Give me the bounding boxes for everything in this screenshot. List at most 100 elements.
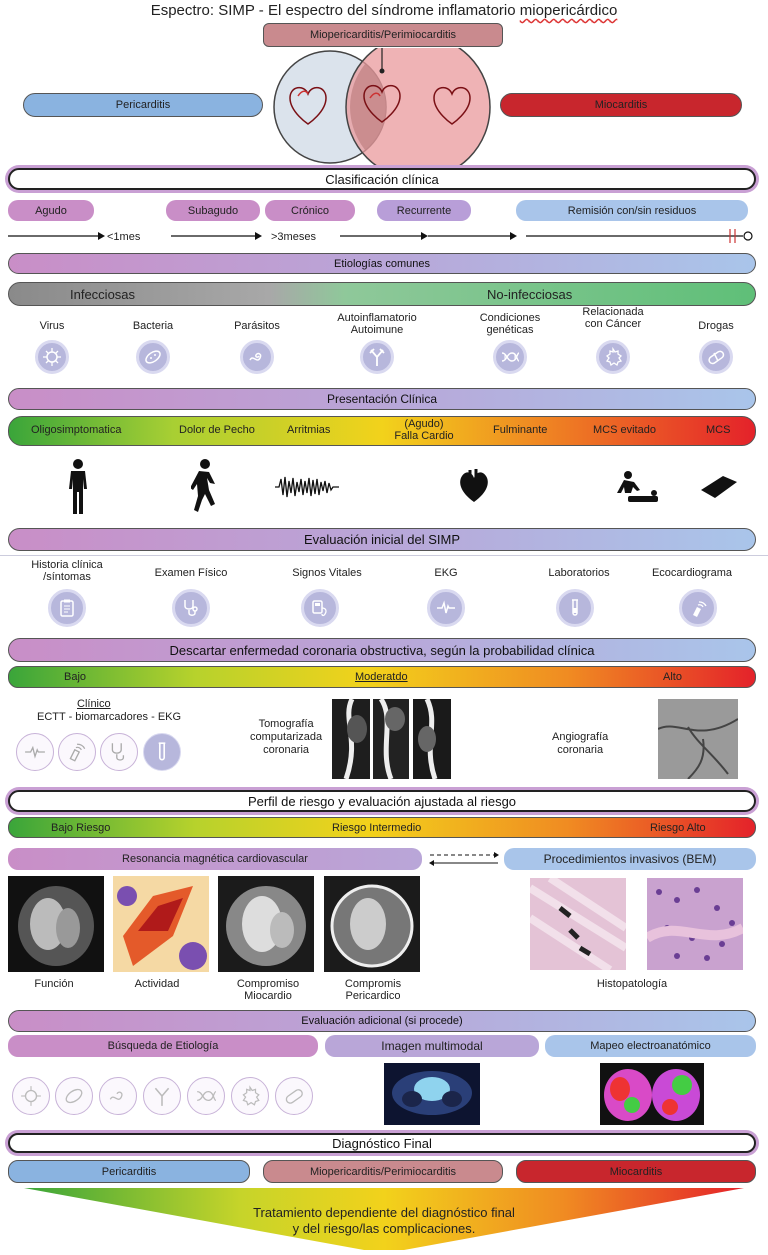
title-highlight: miopericárdico xyxy=(519,2,618,19)
etio-label-parasitos: Parásitos xyxy=(234,320,280,332)
angiography-image xyxy=(658,699,738,779)
bidirectional-arrow xyxy=(428,850,500,873)
rm-label-compromiso-miocardio: Compromiso Miocardio xyxy=(236,978,300,1002)
clinico-title: Clínico xyxy=(77,698,111,710)
rm-label-compromiso-pericardico: Compromis Pericardico xyxy=(344,978,402,1002)
etio-label-cancer: Relacionada con Cáncer xyxy=(582,306,644,330)
etio-parasite-outline-icon xyxy=(99,1077,137,1115)
riesgo-bar xyxy=(8,817,756,838)
coronaria-level-moderado: Moderatdo xyxy=(355,671,408,683)
etio-cancer-outline-icon xyxy=(231,1077,269,1115)
title-prefix: Espectro: SIMP - El espectro del síndrom… xyxy=(150,2,520,19)
chest-pain-icon xyxy=(190,458,221,521)
page-title: Espectro: SIMP - El espectro del síndrom… xyxy=(0,2,768,19)
ecg-circle-icon xyxy=(16,733,54,771)
histopathology-image-1 xyxy=(530,878,626,970)
etio-label-drogas: Drogas xyxy=(698,320,734,332)
mri-funcion-image xyxy=(8,876,104,972)
antibody-icon xyxy=(360,340,394,374)
riesgo-level-bajo: Bajo Riesgo xyxy=(51,822,111,834)
invasive-label: Procedimientos invasivos (BEM) xyxy=(504,848,756,870)
coronaria-risk-bar xyxy=(8,666,756,688)
etio-label-virus: Virus xyxy=(39,320,65,332)
etio-antibody-outline-icon xyxy=(143,1077,181,1115)
presentacion-bar xyxy=(8,416,756,446)
final-option-miopericarditis: Miopericarditis/Perimiocarditis xyxy=(263,1160,503,1183)
coffin-icon xyxy=(699,474,739,505)
etio-label-autoinflamatorio: Autoinflamatorio Autoimune xyxy=(337,312,417,336)
ultrasound-probe-icon xyxy=(679,589,717,627)
presentacion-header: Presentación Clínica xyxy=(8,388,756,410)
adicional-header: Evaluación adicional (si procede) xyxy=(8,1010,756,1032)
coronaria-level-bajo: Bajo xyxy=(64,671,87,683)
etio-virus-outline-icon xyxy=(12,1077,50,1115)
multimodal-image xyxy=(384,1063,480,1125)
ct-image-1 xyxy=(332,699,370,779)
rm-label-actividad: Actividad xyxy=(134,978,180,990)
rm-label-funcion: Función xyxy=(34,978,74,990)
bacteria-icon xyxy=(136,340,170,374)
ultrasound-circle-icon xyxy=(58,733,96,771)
treatment-arrow xyxy=(24,1188,744,1250)
heart-icon-right xyxy=(433,86,471,125)
timeline xyxy=(8,226,760,246)
stage-recurrente: Recurrente xyxy=(377,200,471,221)
arrhythmia-icon xyxy=(275,473,339,506)
coronaria-level-alto: Alto xyxy=(663,671,682,683)
ct-label: Tomografía computarizada coronaria xyxy=(250,718,323,756)
etio-label-bacteria: Bacteria xyxy=(132,320,174,332)
mri-actividad-image xyxy=(113,876,209,972)
stage-subagudo: Subagudo xyxy=(166,200,260,221)
etio-pill-outline-icon xyxy=(275,1077,313,1115)
etiologia-infecciosas: Infecciosas xyxy=(70,287,136,302)
person-standing-icon xyxy=(66,458,90,521)
treatment-text: Tratamiento dependiente del diagnóstico … xyxy=(253,1205,515,1236)
pres-level-dolor: Dolor de Pecho xyxy=(179,424,255,436)
eval-label-ecocardiograma: Ecocardiograma xyxy=(651,567,733,579)
riesgo-level-intermedio: Riesgo Intermedio xyxy=(332,822,422,834)
cancer-cell-icon xyxy=(596,340,630,374)
etiologia-no-infecciosas: No-infecciosas xyxy=(487,287,573,302)
stage-cronico: Crónico xyxy=(265,200,355,221)
etio-bacteria-outline-icon xyxy=(55,1077,93,1115)
timeline-label-3meses: >3meses xyxy=(271,231,316,243)
mri-compromiso-miocardio-image xyxy=(218,876,314,972)
etiologia-header: Etiologías comunes xyxy=(8,253,756,274)
coronaria-header: Descartar enfermedad coronaria obstructi… xyxy=(8,638,756,662)
eval-label-laboratorios: Laboratorios xyxy=(548,567,610,579)
venn-diagram xyxy=(270,34,500,180)
test-tube-icon xyxy=(556,589,594,627)
ecg-icon xyxy=(427,589,465,627)
ct-image-3 xyxy=(413,699,451,779)
stage-remision: Remisión con/sin residuos xyxy=(516,200,748,221)
blood-pressure-icon xyxy=(301,589,339,627)
riesgo-header: Perfil de riesgo y evaluación ajustada a… xyxy=(8,790,756,812)
pres-level-arritmias: Arritmias xyxy=(287,424,331,436)
parasite-icon xyxy=(240,340,274,374)
test-tube-circle-icon xyxy=(143,733,181,771)
pill-icon xyxy=(699,340,733,374)
dna-icon xyxy=(493,340,527,374)
heart-failure-icon xyxy=(458,468,490,509)
evaluacion-header: Evaluación inicial del SIMP xyxy=(8,528,756,551)
adicional-tab-etiologia: Búsqueda de Etiología xyxy=(8,1035,318,1057)
eval-label-ekg: EKG xyxy=(434,567,458,579)
eval-label-historia: Historia clínica /síntomas xyxy=(31,559,103,583)
venn-right-label: Miocarditis xyxy=(500,93,742,117)
riesgo-level-alto: Riesgo Alto xyxy=(650,822,706,834)
virus-icon xyxy=(35,340,69,374)
pres-level-mcs: MCS xyxy=(706,424,731,436)
venn-left-label: Pericarditis xyxy=(23,93,263,117)
final-option-pericarditis: Pericarditis xyxy=(8,1160,250,1183)
adicional-tab-imagen: Imagen multimodal xyxy=(325,1035,539,1057)
clasificacion-header: Clasificación clínica xyxy=(8,168,756,190)
heart-icon-center xyxy=(363,84,401,123)
eval-label-examen: Examen Físico xyxy=(154,567,228,579)
angio-label: Angiografía coronaria xyxy=(552,731,609,756)
eval-label-signos: Signos Vitales xyxy=(292,567,362,579)
final-header: Diagnóstico Final xyxy=(8,1133,756,1153)
venn-top-label: Miopericarditis/Perimiocarditis xyxy=(263,23,503,47)
stethoscope-circle-icon xyxy=(100,733,138,771)
timeline-label-1mes: <1mes xyxy=(107,231,141,243)
ct-image-2 xyxy=(373,699,409,779)
